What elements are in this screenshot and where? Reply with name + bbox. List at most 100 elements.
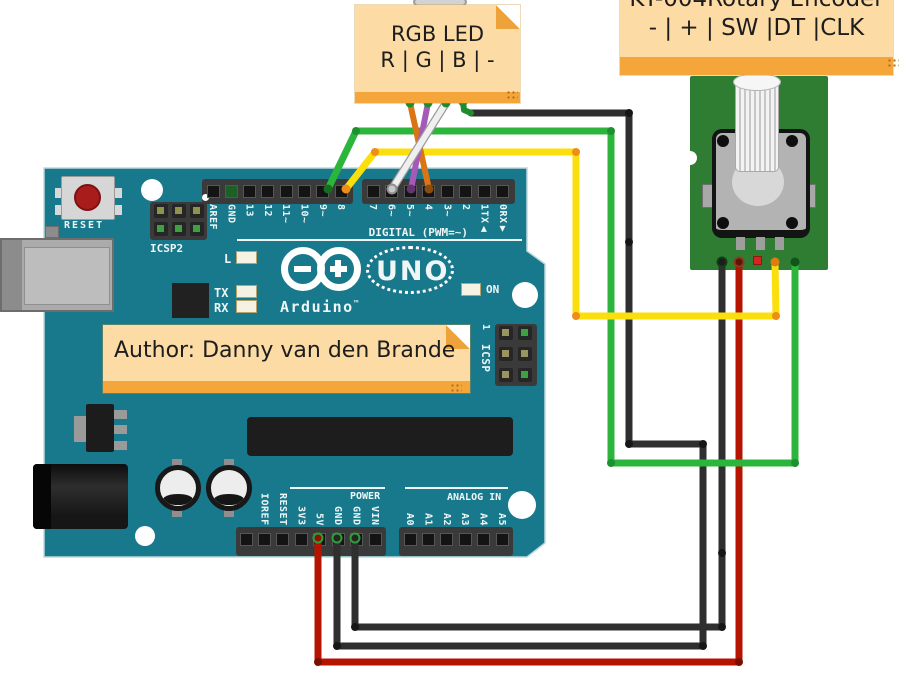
wire-connector-end[interactable] bbox=[790, 257, 800, 267]
wire-connector-end[interactable] bbox=[386, 183, 398, 195]
wire-connector-end[interactable] bbox=[323, 184, 333, 194]
power-pin-IOREF[interactable] bbox=[257, 532, 271, 546]
digital-pin-1TX[interactable] bbox=[477, 184, 491, 198]
wire-connector-end[interactable] bbox=[349, 532, 361, 544]
digital-pin-12[interactable] bbox=[261, 184, 275, 198]
wire-bendpoint[interactable] bbox=[699, 642, 707, 650]
wire-connector-end[interactable] bbox=[406, 184, 416, 194]
mcu-chip[interactable] bbox=[247, 417, 513, 456]
wire-yellow-pin8-to-dt[interactable] bbox=[341, 148, 781, 320]
wire-bendpoint[interactable] bbox=[314, 658, 322, 666]
wire-bendpoint[interactable] bbox=[333, 642, 341, 650]
analog-header[interactable] bbox=[399, 527, 513, 556]
note-rgb-led[interactable]: RGB LED R | G | B | - bbox=[355, 5, 520, 103]
wire-bendpoint[interactable] bbox=[791, 459, 799, 467]
power-jack[interactable] bbox=[33, 464, 128, 529]
digital-pin-0RX[interactable] bbox=[496, 184, 510, 198]
wire-bendpoint[interactable] bbox=[625, 440, 633, 448]
icsp2-pin[interactable] bbox=[154, 204, 168, 218]
wire-bendpoint[interactable] bbox=[607, 127, 615, 135]
power-pin-VIN[interactable] bbox=[368, 532, 382, 546]
icsp-pin[interactable] bbox=[499, 368, 513, 382]
wire-bendpoint[interactable] bbox=[699, 440, 707, 448]
wire-bendpoint[interactable] bbox=[735, 658, 743, 666]
power-pin-3V3[interactable] bbox=[294, 532, 308, 546]
note-author[interactable]: Author: Danny van den Brande bbox=[103, 325, 470, 393]
digital-pin-7[interactable] bbox=[366, 184, 380, 198]
wire-bendpoint[interactable] bbox=[572, 148, 580, 156]
usb-connector[interactable] bbox=[0, 238, 114, 312]
reset-button[interactable] bbox=[74, 184, 101, 211]
wire-bendpoint[interactable] bbox=[352, 127, 360, 135]
wire-bendpoint[interactable] bbox=[351, 623, 359, 631]
icsp2-pin[interactable] bbox=[190, 222, 204, 236]
digital-pin-11[interactable] bbox=[279, 184, 293, 198]
wire-black-encoder-minus-to-gnd[interactable] bbox=[349, 256, 728, 632]
note-rotary-encoder[interactable]: KY-004Rotary Encoder - | + | SW |DT |CLK bbox=[620, 0, 893, 75]
analog-pin-A0[interactable] bbox=[403, 532, 417, 546]
analog-pin-A1[interactable] bbox=[421, 532, 435, 546]
note-author-text: Author: Danny van den Brande bbox=[114, 338, 456, 363]
icsp2-pin[interactable] bbox=[190, 204, 204, 218]
encoder-screw-icon bbox=[786, 217, 798, 229]
note-fold-cut bbox=[496, 5, 520, 29]
icsp-pin[interactable] bbox=[518, 326, 532, 340]
analog-pin-A3[interactable] bbox=[458, 532, 472, 546]
digital-pin-2[interactable] bbox=[459, 184, 473, 198]
digital-pin-3[interactable] bbox=[440, 184, 454, 198]
analog-pin-A2[interactable] bbox=[440, 532, 454, 546]
digital-pin-AREF[interactable] bbox=[206, 184, 220, 198]
note-drag-handle-icon[interactable] bbox=[887, 58, 899, 69]
note-strip bbox=[103, 381, 470, 393]
wire-bendpoint[interactable] bbox=[371, 148, 379, 156]
tx-label: TX bbox=[214, 286, 229, 300]
wire-bendpoint[interactable] bbox=[607, 459, 615, 467]
wire-bendpoint[interactable] bbox=[718, 623, 726, 631]
wire-connector-end[interactable] bbox=[716, 256, 728, 268]
power-pin-nc[interactable] bbox=[239, 532, 253, 546]
wire-connector-end[interactable] bbox=[770, 257, 780, 267]
capacitor bbox=[206, 465, 252, 511]
wire-green-pin9-to-clk[interactable] bbox=[323, 127, 800, 467]
encoder-screw-icon bbox=[717, 217, 729, 229]
wire-bendpoint[interactable] bbox=[572, 312, 580, 320]
wire-connector-end[interactable] bbox=[733, 256, 745, 268]
digital-pin-label: 1TX▲ bbox=[478, 204, 490, 236]
rx-label: RX bbox=[214, 301, 229, 315]
digital-pin-13[interactable] bbox=[243, 184, 257, 198]
wire-connector-end[interactable] bbox=[341, 184, 351, 194]
wire-connector-end[interactable] bbox=[331, 532, 343, 544]
digital-pin-label: AREF bbox=[207, 204, 218, 231]
digital-pin-GND[interactable] bbox=[224, 184, 238, 198]
rotary-encoder-module[interactable] bbox=[683, 73, 828, 270]
wire-connector-end[interactable] bbox=[424, 184, 434, 194]
analog-pin-A4[interactable] bbox=[477, 532, 491, 546]
wire-bendpoint[interactable] bbox=[625, 109, 633, 117]
encoder-sw-pin-unconnected[interactable] bbox=[753, 256, 762, 265]
icsp-pin[interactable] bbox=[518, 368, 532, 382]
led-on bbox=[461, 283, 481, 296]
wire-bendpoint[interactable] bbox=[772, 312, 780, 320]
icsp2-pin[interactable] bbox=[154, 222, 168, 236]
icsp-pin[interactable] bbox=[499, 347, 513, 361]
icsp-pin[interactable] bbox=[499, 326, 513, 340]
analog-pin-label: A1 bbox=[422, 512, 434, 526]
icsp2-pin[interactable] bbox=[172, 204, 186, 218]
analog-pin-label: A4 bbox=[477, 512, 489, 526]
mounting-hole bbox=[135, 526, 155, 546]
mounting-hole bbox=[512, 282, 538, 308]
encoder-shaft[interactable] bbox=[735, 80, 779, 172]
wire-bendpoint[interactable] bbox=[718, 549, 726, 557]
capacitor-tab bbox=[224, 459, 234, 467]
encoder-leg bbox=[736, 237, 745, 250]
wire-connector-end[interactable] bbox=[312, 532, 324, 544]
note-drag-handle-icon[interactable] bbox=[450, 383, 462, 394]
analog-pin-A5[interactable] bbox=[495, 532, 509, 546]
wire-black-led-cathode-to-gnd[interactable] bbox=[331, 109, 708, 650]
note-drag-handle-icon[interactable] bbox=[506, 90, 518, 101]
icsp-pin[interactable] bbox=[518, 347, 532, 361]
power-pin-RESET[interactable] bbox=[276, 532, 290, 546]
icsp2-pin[interactable] bbox=[172, 222, 186, 236]
wire-bendpoint[interactable] bbox=[625, 238, 633, 246]
digital-pin-10[interactable] bbox=[298, 184, 311, 198]
